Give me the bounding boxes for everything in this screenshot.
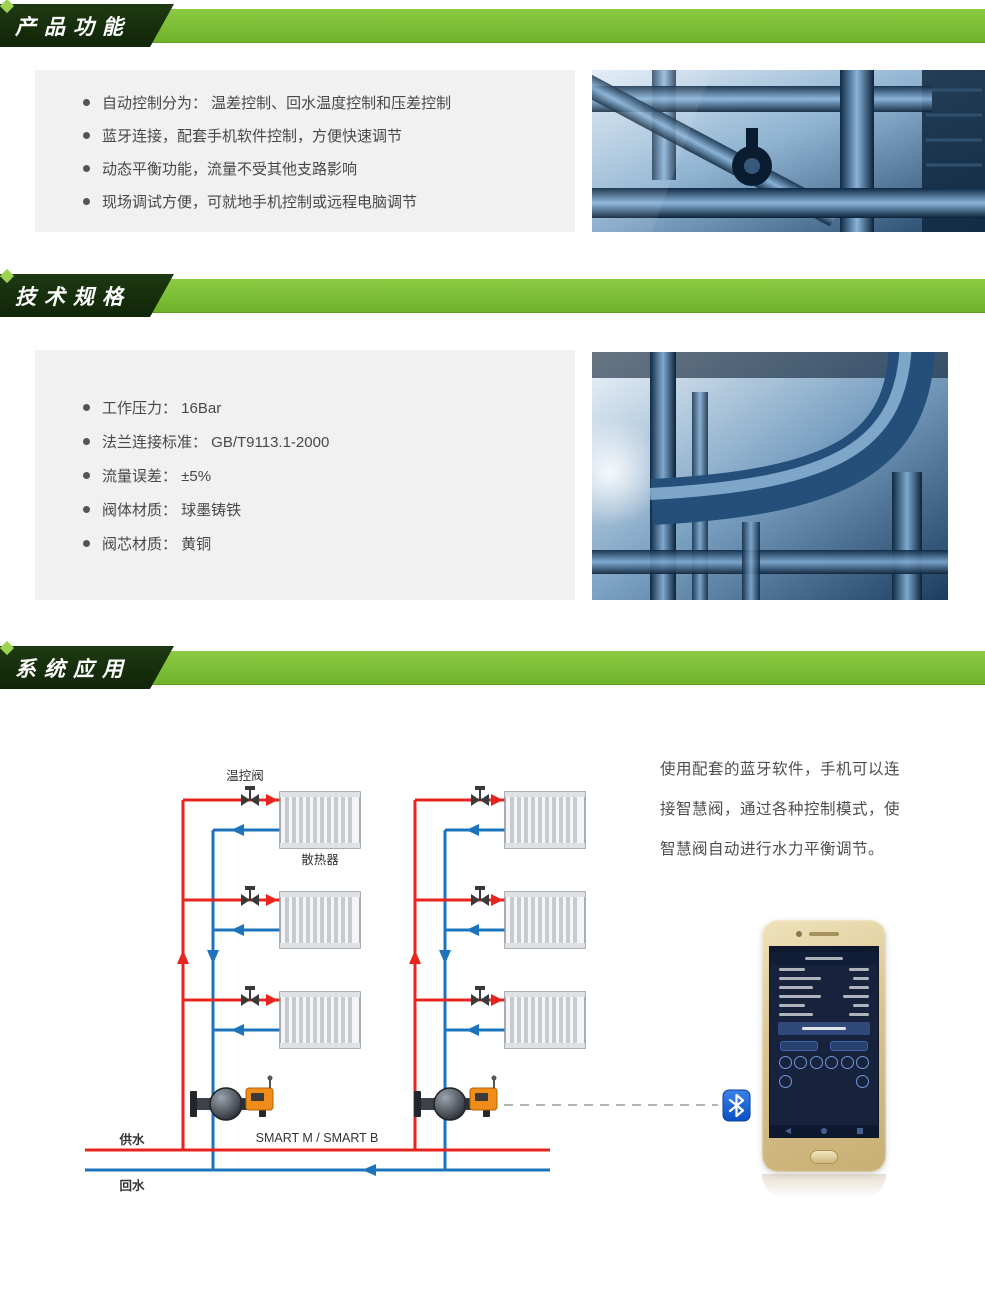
thermostat-valve-icon	[470, 985, 490, 1007]
phone-app-title-bar	[770, 952, 878, 965]
thermostat-valve-icon	[470, 785, 490, 807]
phone-reflection	[762, 1174, 886, 1198]
spec-text: 阀芯材质： 黄铜	[102, 535, 212, 553]
feature-text: 动态平衡功能，流量不受其他支路影响	[102, 161, 358, 178]
bluetooth-icon	[722, 1089, 751, 1122]
radiator	[278, 990, 362, 1050]
bullet-icon	[83, 132, 90, 139]
phone-status-bar	[770, 947, 878, 952]
spec-item: 阀芯材质： 黄铜	[83, 526, 329, 560]
recents-icon	[857, 1128, 863, 1134]
features-list: 自动控制分为： 温差控制、回水温度控制和压差控制 蓝牙连接，配套手机软件控制，方…	[83, 86, 451, 218]
phone-action-buttons	[770, 1041, 878, 1051]
smart-valve	[414, 1075, 498, 1121]
spec-item: 法兰连接标准： GB/T9113.1-2000	[83, 424, 329, 458]
return-flow-arrows	[207, 824, 479, 1176]
bullet-icon	[83, 505, 90, 513]
supply-flow-arrows	[177, 794, 503, 1006]
front-camera-icon	[796, 931, 802, 937]
radiator	[503, 790, 587, 850]
specs-list: 工作压力： 16Bar 法兰连接标准： GB/T9113.1-2000 流量误差…	[83, 390, 329, 560]
feature-item: 动态平衡功能，流量不受其他支路影响	[83, 152, 451, 185]
label-thermostat-valve: 温控阀	[226, 769, 264, 783]
specs-panel: 工作压力： 16Bar 法兰连接标准： GB/T9113.1-2000 流量误差…	[35, 350, 575, 600]
bullet-icon	[83, 437, 90, 445]
section-header-features: 产品功能	[0, 0, 985, 48]
radiator	[503, 890, 587, 950]
feature-item: 自动控制分为： 温差控制、回水温度控制和压差控制	[83, 86, 451, 119]
spec-text: 流量误差： ±5%	[102, 467, 212, 485]
label-return: 回水	[119, 1178, 145, 1193]
radiator	[503, 990, 587, 1050]
spec-text: 阀体材质： 球墨铸铁	[102, 501, 242, 519]
pipes-photo-mid	[592, 352, 948, 600]
bullet-icon	[83, 99, 90, 106]
feature-text: 现场调试方便，可就地手机控制或远程电脑调节	[102, 194, 418, 211]
radiator	[278, 790, 362, 850]
spec-text: 工作压力： 16Bar	[102, 399, 222, 417]
home-button	[810, 1150, 838, 1164]
pipes-illustration-1	[592, 70, 985, 232]
phone-nav-bar	[770, 1125, 878, 1137]
header-dark-tab: 系统应用	[0, 646, 174, 689]
system-diagram: 温控阀 散热器 供水 回水 SMART M / SMART B	[85, 769, 751, 1193]
bullet-icon	[83, 198, 90, 205]
description-line: 智慧阀自动进行水力平衡调节。	[660, 841, 885, 858]
home-icon	[821, 1128, 827, 1134]
description-line: 使用配套的蓝牙软件，手机可以连	[660, 761, 901, 778]
bullet-icon	[83, 471, 90, 479]
phone-screen	[769, 946, 879, 1138]
section-header-application: 系统应用	[0, 640, 985, 690]
label-supply: 供水	[118, 1132, 145, 1147]
spec-text: 法兰连接标准： GB/T9113.1-2000	[102, 433, 330, 451]
label-product-model: SMART M / SMART B	[256, 1131, 379, 1145]
features-panel: 自动控制分为： 温差控制、回水温度控制和压差控制 蓝牙连接，配套手机软件控制，方…	[35, 70, 575, 232]
smart-valve	[190, 1075, 274, 1121]
header-dark-tab: 产品功能	[0, 4, 174, 47]
back-icon	[785, 1128, 791, 1134]
bullet-icon	[83, 165, 90, 172]
spec-item: 工作压力： 16Bar	[83, 390, 329, 424]
section-title-features: 产品功能	[15, 15, 131, 39]
speaker-grill-icon	[809, 932, 839, 936]
section-title-specs: 技术规格	[15, 285, 131, 309]
pipes-photo-top	[592, 70, 985, 232]
feature-item: 现场调试方便，可就地手机控制或远程电脑调节	[83, 185, 451, 218]
phone-update-button	[778, 1022, 870, 1035]
phone-icon-grid	[770, 1054, 878, 1088]
spec-item: 流量误差： ±5%	[83, 458, 329, 492]
thermostat-valve-icon	[240, 785, 260, 807]
bullet-icon	[83, 403, 90, 411]
label-radiator: 散热器	[301, 852, 339, 867]
spec-item: 阀体材质： 球墨铸铁	[83, 492, 329, 526]
thermostat-valve-icon	[240, 985, 260, 1007]
header-dark-tab: 技术规格	[0, 274, 174, 317]
bullet-icon	[83, 539, 90, 547]
thermostat-valve-icon	[470, 885, 490, 907]
description-line: 接智慧阀，通过各种控制模式，使	[660, 801, 901, 818]
feature-text: 蓝牙连接，配套手机软件控制，方便快速调节	[102, 128, 403, 145]
feature-item: 蓝牙连接，配套手机软件控制，方便快速调节	[83, 119, 451, 152]
thermostat-valve-icon	[240, 885, 260, 907]
application-description: 使用配套的蓝牙软件，手机可以连 接智慧阀，通过各种控制模式，使 智慧阀自动进行水…	[660, 750, 950, 870]
section-title-application: 系统应用	[15, 657, 131, 681]
section-header-specs: 技术规格	[0, 268, 985, 318]
pipes-illustration-2	[592, 352, 948, 600]
feature-text: 自动控制分为： 温差控制、回水温度控制和压差控制	[102, 95, 452, 112]
smartphone	[762, 920, 886, 1172]
radiator	[278, 890, 362, 950]
